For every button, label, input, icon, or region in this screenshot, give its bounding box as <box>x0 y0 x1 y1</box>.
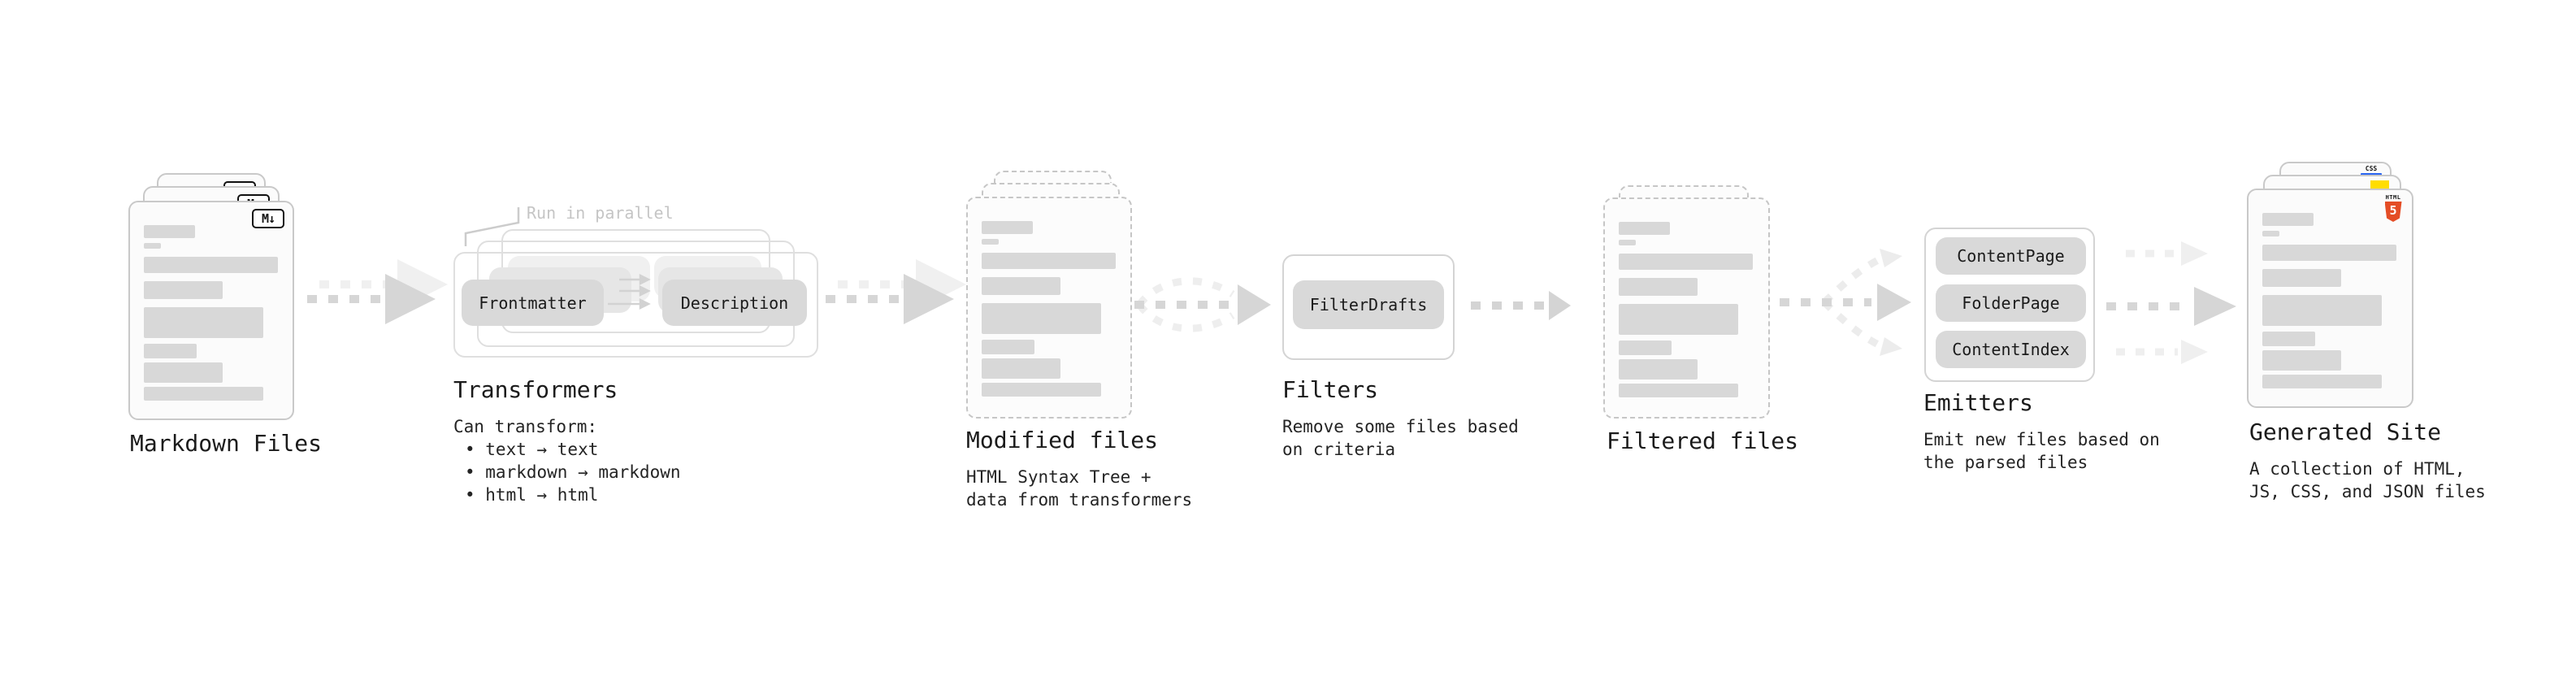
markdown-file-card-front: M↓ <box>128 201 294 420</box>
arrows-emitters-to-generated <box>2106 241 2236 364</box>
modified-files-label: Modified files <box>966 427 1159 453</box>
js-badge-icon <box>2370 180 2389 189</box>
markdown-icon: M↓ <box>252 209 284 228</box>
arrow-filtered-to-emitters <box>1780 249 1911 356</box>
filtered-files-label: Filtered files <box>1607 427 1799 454</box>
modified-files-caption: data from transformers <box>966 490 1193 510</box>
note-leader-line <box>464 207 520 246</box>
modified-files-caption: HTML Syntax Tree + <box>966 467 1151 487</box>
transformer-frame-front <box>453 252 818 358</box>
description-pill: Description <box>662 280 807 326</box>
html5-icon: HTML 5 <box>2383 194 2403 222</box>
document-placeholder-lines <box>1619 222 1754 397</box>
document-placeholder-lines <box>144 225 279 401</box>
markdown-files-label: Markdown Files <box>130 430 323 457</box>
modified-file-card-front <box>966 197 1132 419</box>
generated-site-caption: JS, CSS, and JSON files <box>2249 482 2486 501</box>
contentpage-pill: ContentPage <box>1936 237 2086 275</box>
transformers-bullet: • text → text <box>465 440 599 459</box>
generated-site-caption: A collection of HTML, <box>2249 459 2465 479</box>
run-in-parallel-note: Run in parallel <box>527 203 674 223</box>
emitters-caption: the parsed files <box>1923 453 2088 472</box>
emitters-caption: Emit new files based on <box>1923 430 2160 449</box>
filterdrafts-pill: FilterDrafts <box>1293 280 1444 329</box>
css-badge-icon: CSS <box>2361 166 2382 176</box>
generated-site-label: Generated Site <box>2249 419 2442 445</box>
frontmatter-pill: Frontmatter <box>462 280 604 326</box>
transformers-bullet: • markdown → markdown <box>465 462 681 482</box>
transformers-label: Transformers <box>453 376 618 403</box>
filters-label: Filters <box>1282 376 1379 403</box>
filters-caption: Remove some files based <box>1282 417 1519 436</box>
document-placeholder-lines <box>2262 213 2398 388</box>
contentindex-pill: ContentIndex <box>1936 331 2086 368</box>
generated-card-html: HTML 5 <box>2247 189 2413 408</box>
emitters-label: Emitters <box>1923 389 2033 416</box>
transformers-bullet: • html → html <box>465 485 599 505</box>
filters-caption: on criteria <box>1282 440 1396 459</box>
parallel-transform-arrows <box>608 273 651 310</box>
arrow-transformers-to-modified <box>826 259 966 324</box>
arrow-markdown-to-transformers <box>307 259 448 324</box>
arrow-modified-to-filters <box>1134 277 1271 332</box>
filtered-file-card-front <box>1603 197 1770 419</box>
document-placeholder-lines <box>982 221 1117 397</box>
arrow-filters-to-filtered <box>1471 291 1571 320</box>
folderpage-pill: FolderPage <box>1936 284 2086 322</box>
transformers-caption: Can transform: <box>453 417 598 436</box>
